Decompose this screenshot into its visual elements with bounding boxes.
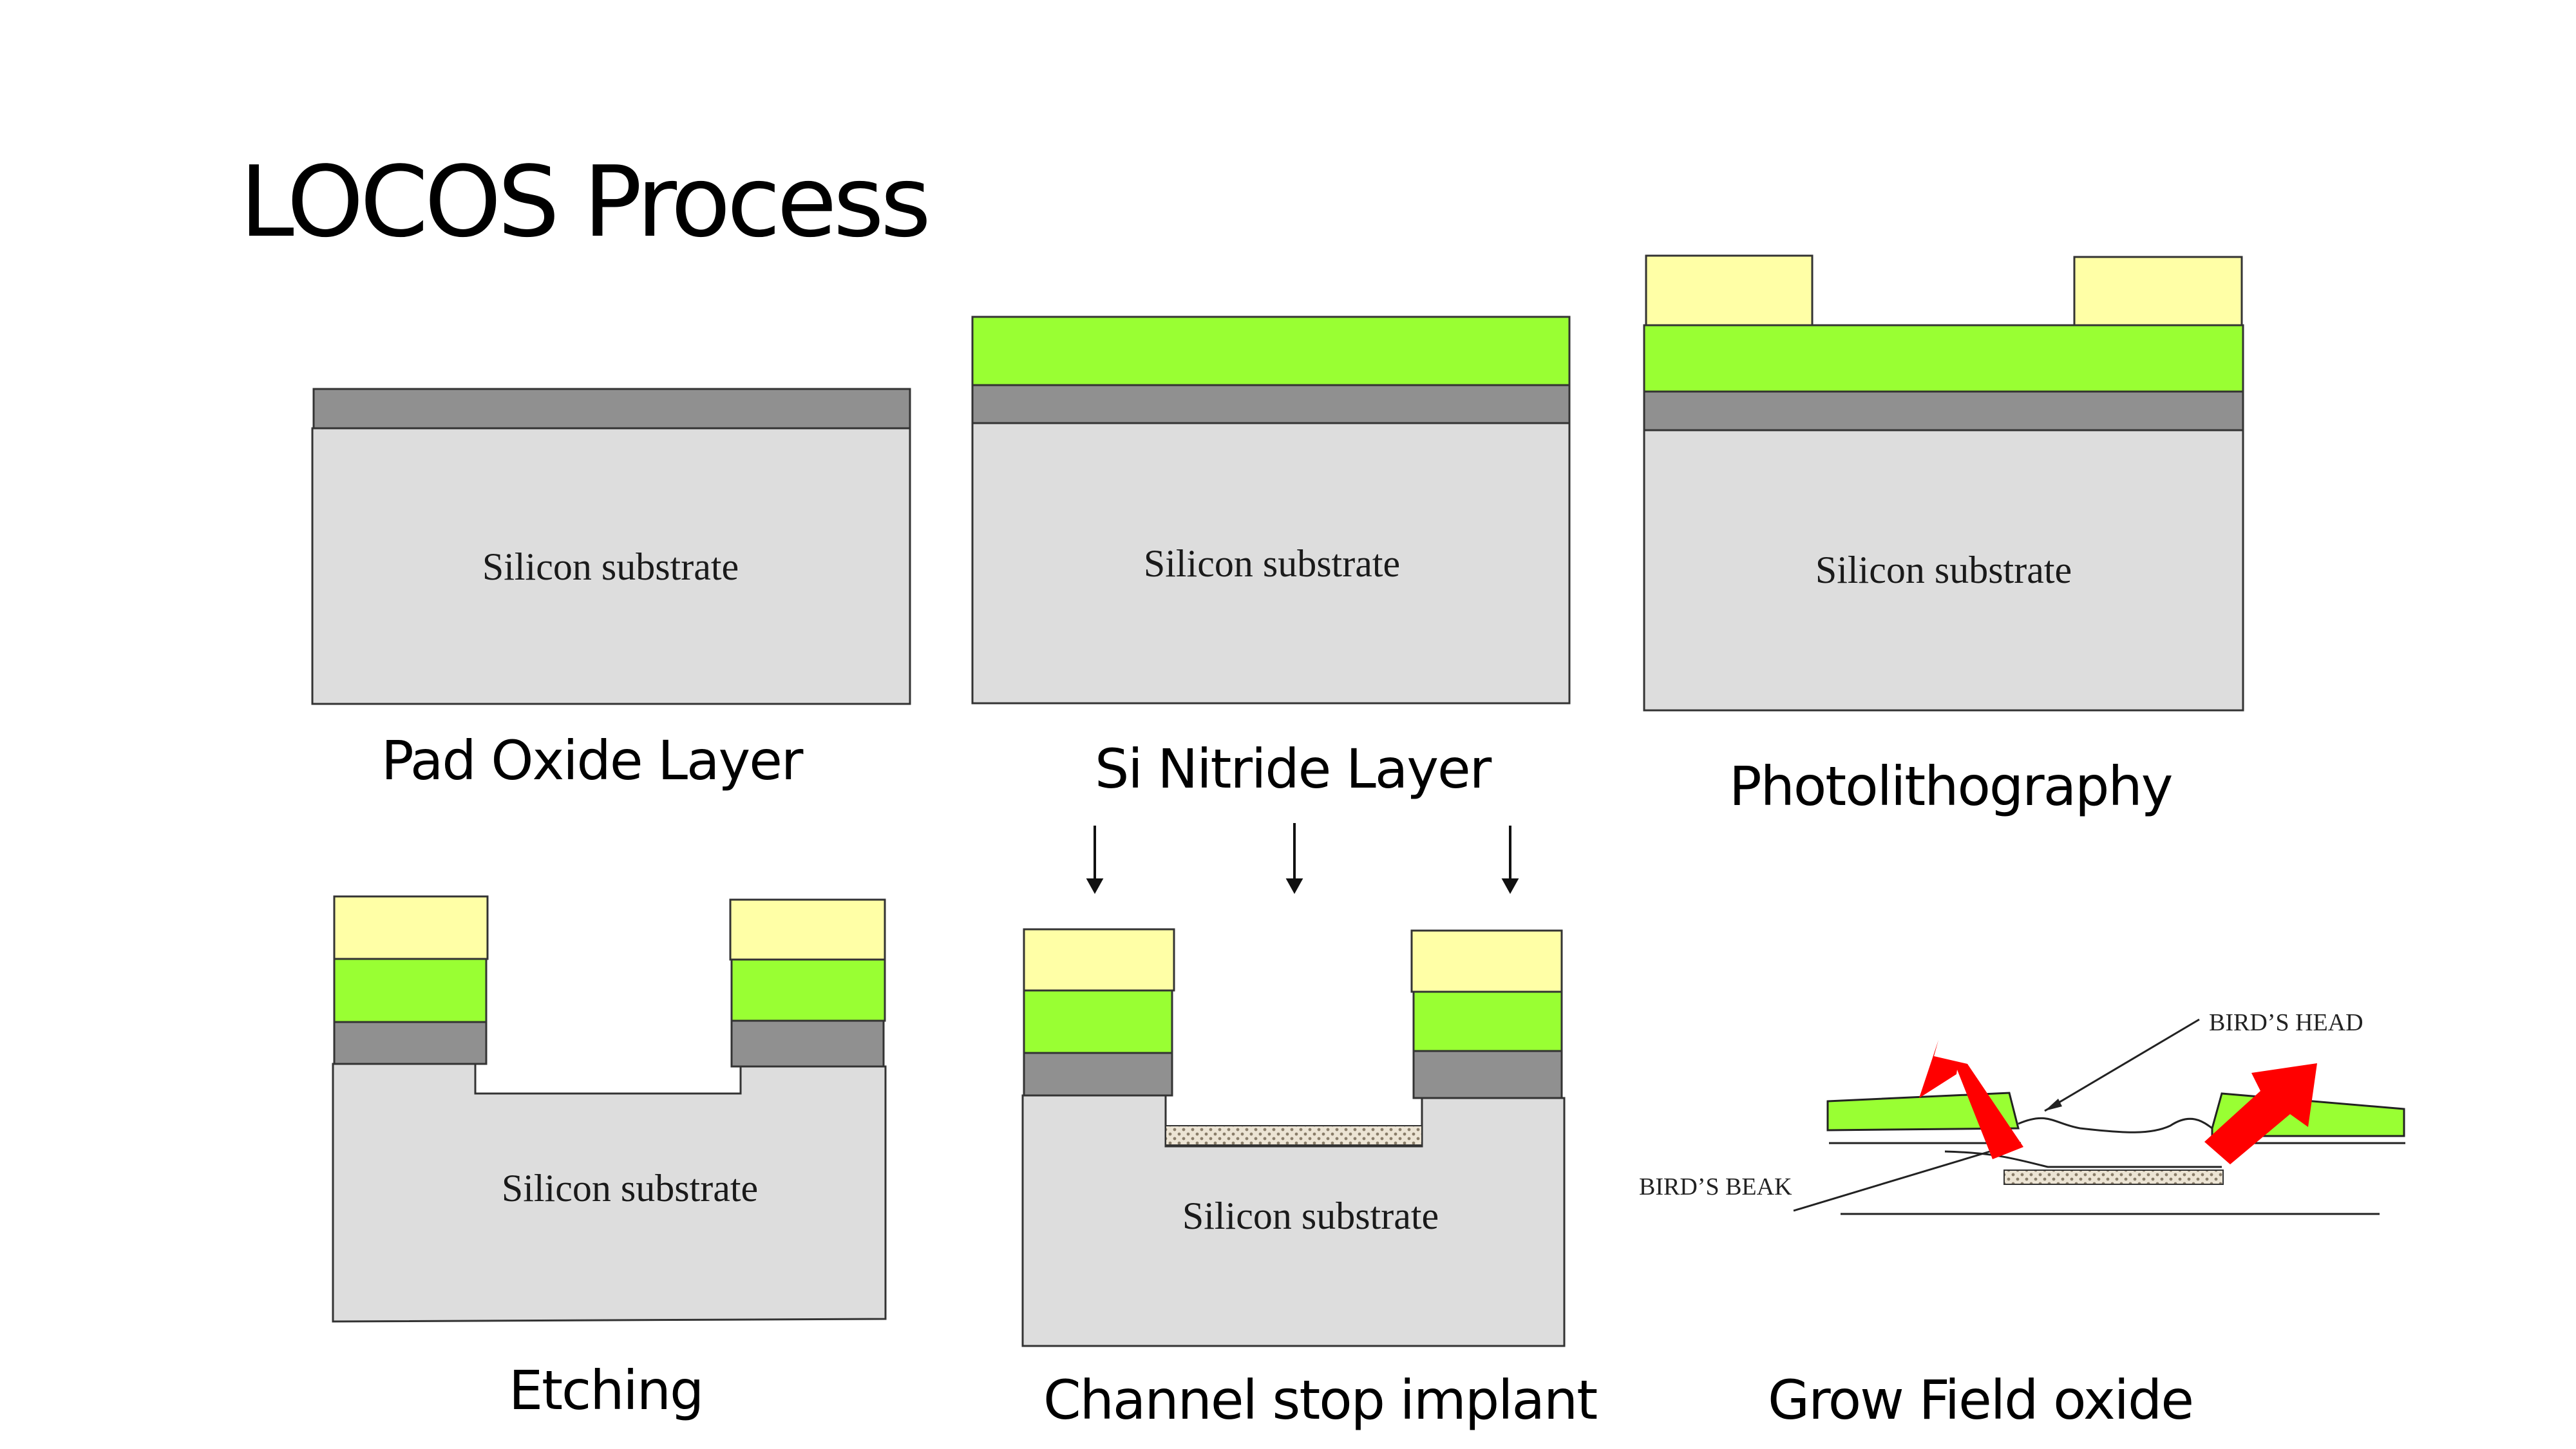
growth-arrow-right [2204, 1063, 2317, 1164]
photoresist-left [333, 895, 489, 960]
panel-si-nitride: Silicon substrate [971, 316, 1571, 705]
nitride-left [1023, 989, 1173, 1054]
birds-head-label: BIRD’S HEAD [2209, 1009, 2363, 1036]
nitride-layer [1643, 324, 2244, 393]
nitride-right [730, 958, 886, 1022]
nitride-left [333, 958, 488, 1023]
photoresist-right [729, 898, 886, 961]
panel-etching: Silicon substrate [332, 895, 887, 1323]
caption-photolithography: Photolithography [1729, 755, 2173, 818]
caption-pad-oxide: Pad Oxide Layer [381, 729, 803, 792]
panel-pad-oxide: Silicon substrate [311, 388, 911, 705]
implant-region [2003, 1170, 2224, 1185]
substrate-label: Silicon substrate [1144, 542, 1400, 585]
panel-channel-stop: Silicon substrate [1021, 823, 1566, 1347]
pad-oxide-left [333, 1021, 488, 1065]
implant-arrows [1086, 823, 1519, 895]
caption-si-nitride: Si Nitride Layer [1095, 737, 1492, 800]
silicon-substrate [1643, 429, 2244, 712]
slide-title: LOCOS Process [240, 145, 931, 259]
caption-etching: Etching [509, 1359, 704, 1422]
caption-channel-stop: Channel stop implant [1043, 1368, 1598, 1432]
pad-oxide-layer [312, 388, 911, 430]
caption-field-oxide: Grow Field oxide [1768, 1368, 2194, 1432]
substrate-label: Silicon substrate [1815, 549, 2072, 591]
pad-oxide-layer [1643, 390, 2244, 431]
implant-region [1165, 1125, 1423, 1146]
panel-photolithography: Silicon substrate [1643, 254, 2244, 712]
pad-oxide-layer [971, 384, 1571, 424]
photoresist-left [1023, 928, 1175, 992]
nitride-right [1412, 990, 1563, 1052]
nitride-layer [971, 316, 1571, 386]
field-oxide-bottom [1944, 1150, 2222, 1168]
pad-oxide-right [730, 1019, 885, 1068]
substrate-label: Silicon substrate [502, 1167, 758, 1209]
photoresist-right [1410, 929, 1563, 993]
photoresist-right [2073, 256, 2243, 327]
growth-arrow-left [1919, 1040, 2023, 1159]
field-oxide-top [2018, 1117, 2213, 1133]
photoresist-left [1645, 254, 1814, 327]
pad-oxide-right [1412, 1050, 1563, 1099]
substrate-label: Silicon substrate [1182, 1195, 1439, 1237]
silicon-substrate [311, 427, 911, 705]
pad-oxide-left [1023, 1052, 1173, 1097]
substrate-label: Silicon substrate [482, 545, 739, 588]
panel-field-oxide: BIRD’S HEAD BIRD’S BEAK [1639, 1009, 2405, 1215]
birds-beak-label: BIRD’S BEAK [1639, 1173, 1792, 1200]
